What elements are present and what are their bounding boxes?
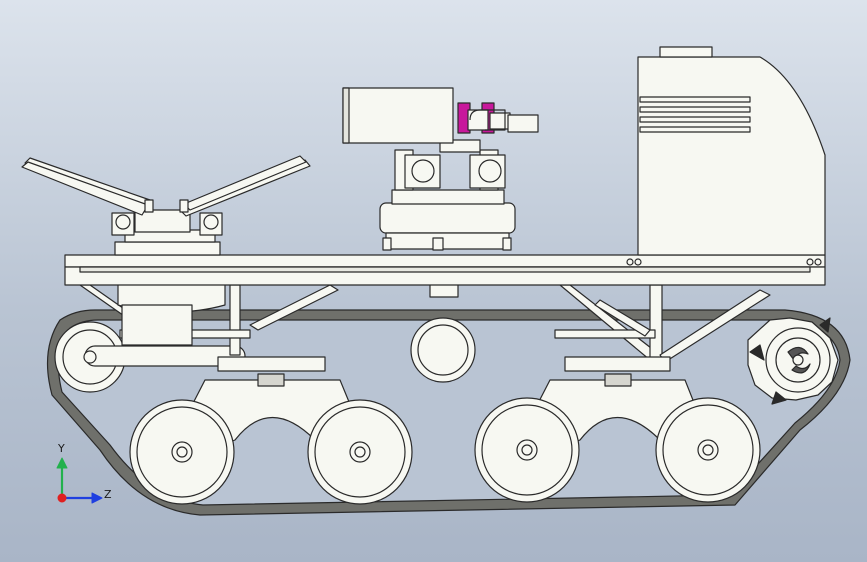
gimbal-yoke xyxy=(394,139,506,191)
road-wheel-3 xyxy=(474,397,580,503)
main-deck xyxy=(64,254,826,286)
left-arm-manipulator xyxy=(21,155,311,256)
camera-housing xyxy=(342,87,454,144)
camera-lens-assembly xyxy=(457,102,539,134)
triad-z-label: Z xyxy=(104,488,112,501)
road-wheel-1 xyxy=(129,399,235,505)
turret-base xyxy=(379,189,516,251)
support-roller xyxy=(410,317,476,383)
motor-mount xyxy=(121,304,193,346)
coordinate-triad xyxy=(56,457,103,504)
arm-pivot xyxy=(83,350,97,364)
road-wheel-4 xyxy=(655,397,761,503)
road-wheel-2 xyxy=(307,399,413,505)
drive-sprocket xyxy=(747,317,839,405)
electronics-enclosure xyxy=(626,46,826,266)
triad-y-label: Y xyxy=(58,442,65,455)
chassis-truss xyxy=(79,284,771,363)
